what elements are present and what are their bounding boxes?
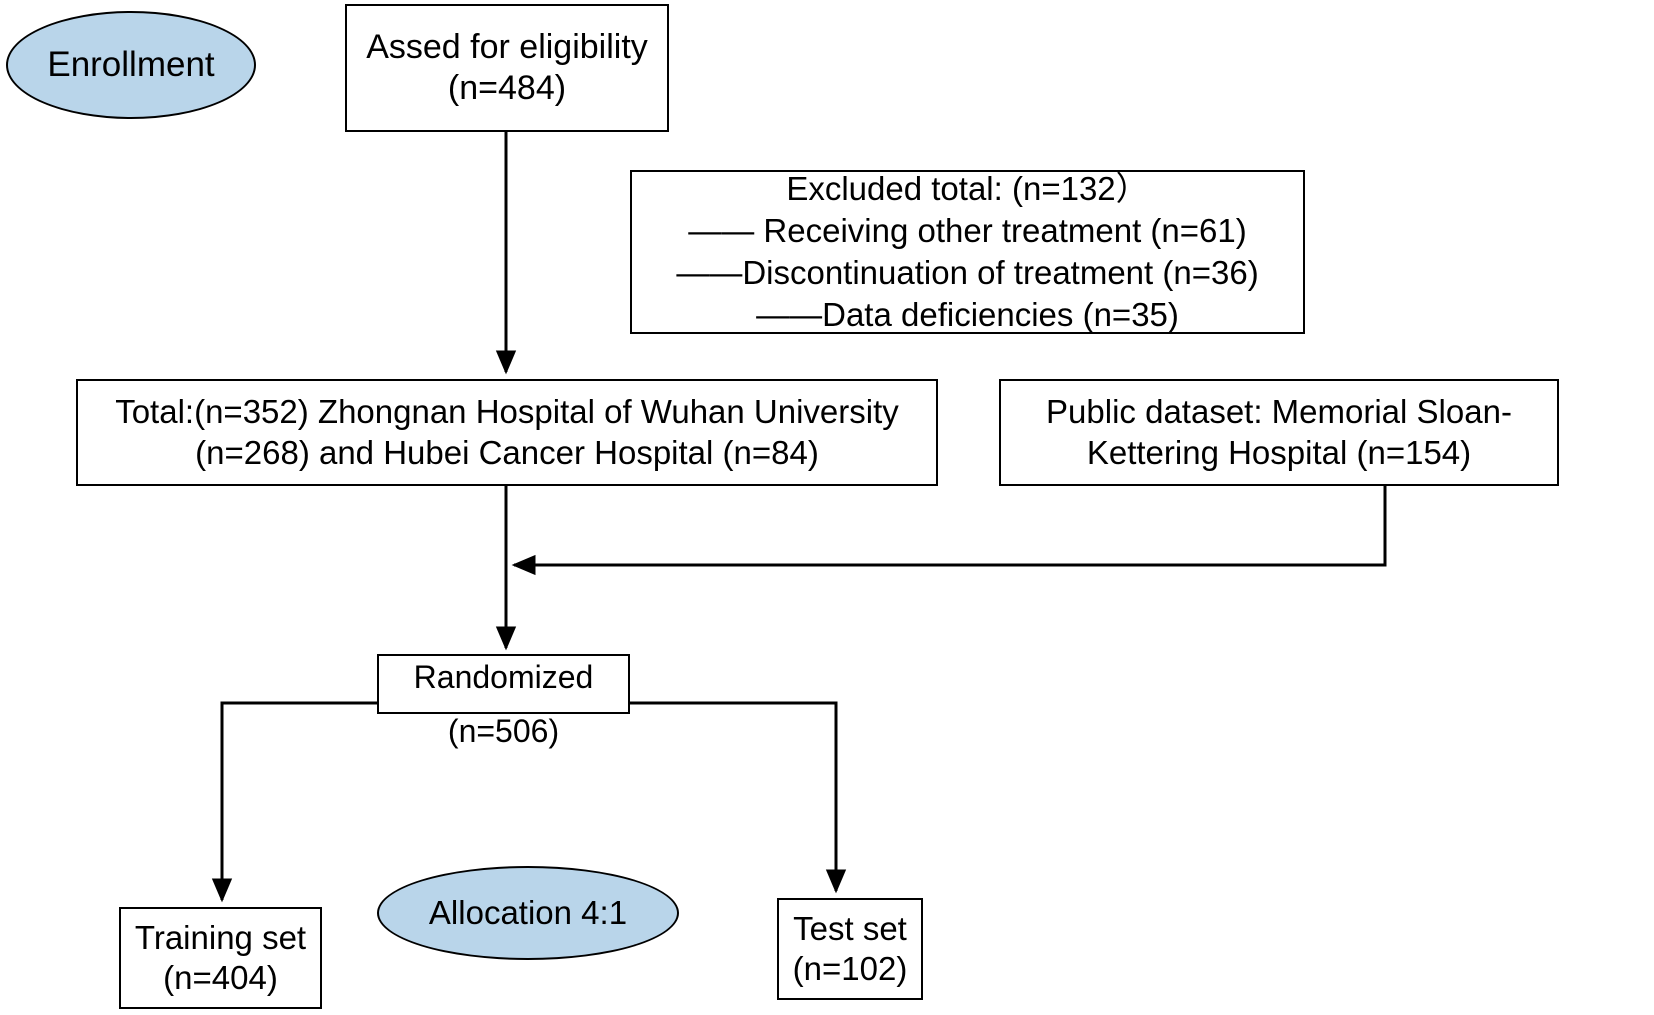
total-cohort-line-1: Total:(n=352) Zhongnan Hospital of Wuhan… (115, 393, 899, 431)
allocation-stage-label: Allocation 4:1 (428, 893, 628, 931)
total-cohort-box: Total:(n=352) Zhongnan Hospital of Wuhan… (76, 379, 938, 486)
training-set-box: Training set (n=404) (119, 907, 322, 1009)
public-dataset-line-2: Kettering Hospital (n=154) (1086, 433, 1472, 471)
excluded-box: Excluded total: (n=132） —— Receiving oth… (630, 170, 1305, 334)
public-dataset-line-1: Public dataset: Memorial Sloan- (1046, 393, 1512, 431)
randomized-box: Randomized (n=506) (377, 654, 630, 749)
assessed-for-eligibility-line-1: Assed for eligibility (366, 27, 648, 66)
edge-randomized-to-test-set (630, 701, 847, 894)
training-set-line-2: (n=404) (163, 959, 278, 996)
total-cohort-line-2: (n=268) and Hubei Cancer Hospital (n=84) (195, 433, 819, 471)
assessed-for-eligibility-box: Assed for eligibility (n=484) (345, 4, 669, 132)
edge-public-dataset-to-merge (511, 486, 1387, 576)
randomized-line-2: (n=506) (447, 713, 560, 749)
assessed-for-eligibility-line-2: (n=484) (447, 69, 567, 107)
excluded-receiving-other-treatment-line: —— Receiving other treatment (n=61) (688, 211, 1247, 249)
excluded-total-line: Excluded total: (n=132） (786, 169, 1149, 207)
enrollment-stage-ellipse: Enrollment (6, 11, 256, 119)
enrollment-stage-label: Enrollment (47, 44, 215, 84)
excluded-data-deficiencies-line: ——Data deficiencies (n=35) (756, 296, 1179, 334)
test-set-line-2: (n=102) (792, 950, 908, 987)
test-set-line-1: Test set (793, 909, 907, 947)
allocation-stage-ellipse: Allocation 4:1 (377, 866, 679, 960)
public-dataset-box: Public dataset: Memorial Sloan- Ketterin… (999, 379, 1559, 486)
test-set-box: Test set (n=102) (777, 898, 923, 1000)
edge-randomized-to-training-set (211, 701, 377, 903)
training-set-line-1: Training set (134, 918, 307, 956)
randomized-line-1: Randomized (413, 659, 594, 695)
excluded-discontinuation-of-treatment-line: ——Discontinuation of treatment (n=36) (676, 254, 1259, 291)
